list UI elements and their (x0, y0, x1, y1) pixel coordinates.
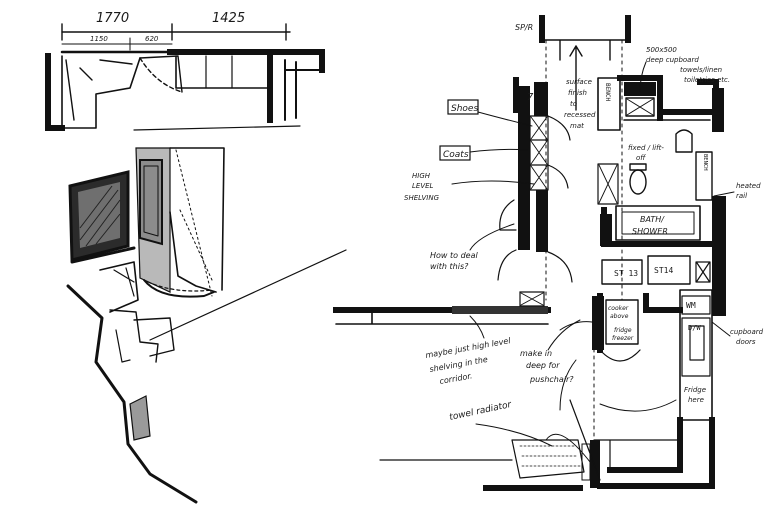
note-surface-2: finish (568, 89, 587, 97)
note-heated-1: heated (736, 182, 761, 190)
note-surface-5: mat (570, 122, 584, 130)
note-cupdoor-1: cupboard (730, 328, 764, 336)
st14-label: ST14 (654, 266, 673, 275)
note-surface-3: to (570, 100, 577, 108)
dim-sub-b: 620 (145, 35, 159, 43)
st13-label: ST 13 (614, 269, 638, 278)
note-bath-2: SHOWER (632, 227, 668, 236)
wm-label: WM (686, 301, 696, 310)
note-make-2: deep for (526, 361, 560, 370)
note-fridgefr-1: fridge (614, 327, 632, 334)
bench2-label: BENCH (702, 154, 708, 171)
note-cooker-2: above (610, 313, 629, 320)
note-cupboard-3: towels/linen (680, 66, 722, 74)
note-maybe-1: maybe just high level (425, 336, 512, 360)
note-cupboard-2: deep cupboard (646, 56, 699, 64)
note-cooker-1: cooker (608, 305, 629, 312)
left-perspective-sketch (66, 125, 347, 504)
right-floor-plan: SP/R 7 BENCH (333, 15, 726, 491)
dw-label: D/W (688, 324, 701, 332)
note-how-1: How to deal (430, 251, 478, 260)
note-shoes: Shoes (451, 104, 478, 114)
note-high-2: LEVEL (412, 182, 434, 190)
note-fridge-2: here (688, 396, 704, 404)
top-label: SP/R (515, 23, 533, 32)
note-high-3: SHELVING (404, 194, 440, 202)
left-plan-strip: 1770 1425 1150 620 (45, 11, 325, 131)
room-7: 7 (527, 92, 534, 103)
note-make-3: pushchair? (529, 375, 574, 384)
note-heated-2: rail (736, 192, 747, 200)
note-coats: Coats (443, 150, 469, 160)
note-towel: towel radiator (449, 400, 514, 423)
note-high-1: HIGH (412, 172, 431, 180)
note-cupdoor-2: doors (736, 338, 756, 346)
note-make-1: make in (520, 349, 552, 358)
note-how-2: with this? (430, 262, 469, 271)
dim-right-span: 1425 (212, 11, 245, 26)
bench-label: BENCH (604, 83, 611, 101)
note-surface-4: recessed (564, 111, 596, 119)
note-maybe-3: corridor. (439, 371, 473, 386)
note-cupboard-4: toiletries etc. (684, 76, 730, 84)
note-fixed-1: fixed / lift- (628, 144, 664, 152)
note-fixed-2: off (636, 154, 646, 162)
note-fridgefr-2: freezer (612, 335, 634, 342)
note-bath-1: BATH/ (640, 215, 665, 224)
note-fridge-1: Fridge (684, 386, 706, 394)
dim-sub-a: 1150 (90, 35, 108, 43)
dim-left-span: 1770 (96, 11, 129, 26)
note-surface-1: surface (566, 78, 592, 86)
note-cupboard-1: 500x500 (646, 46, 677, 54)
